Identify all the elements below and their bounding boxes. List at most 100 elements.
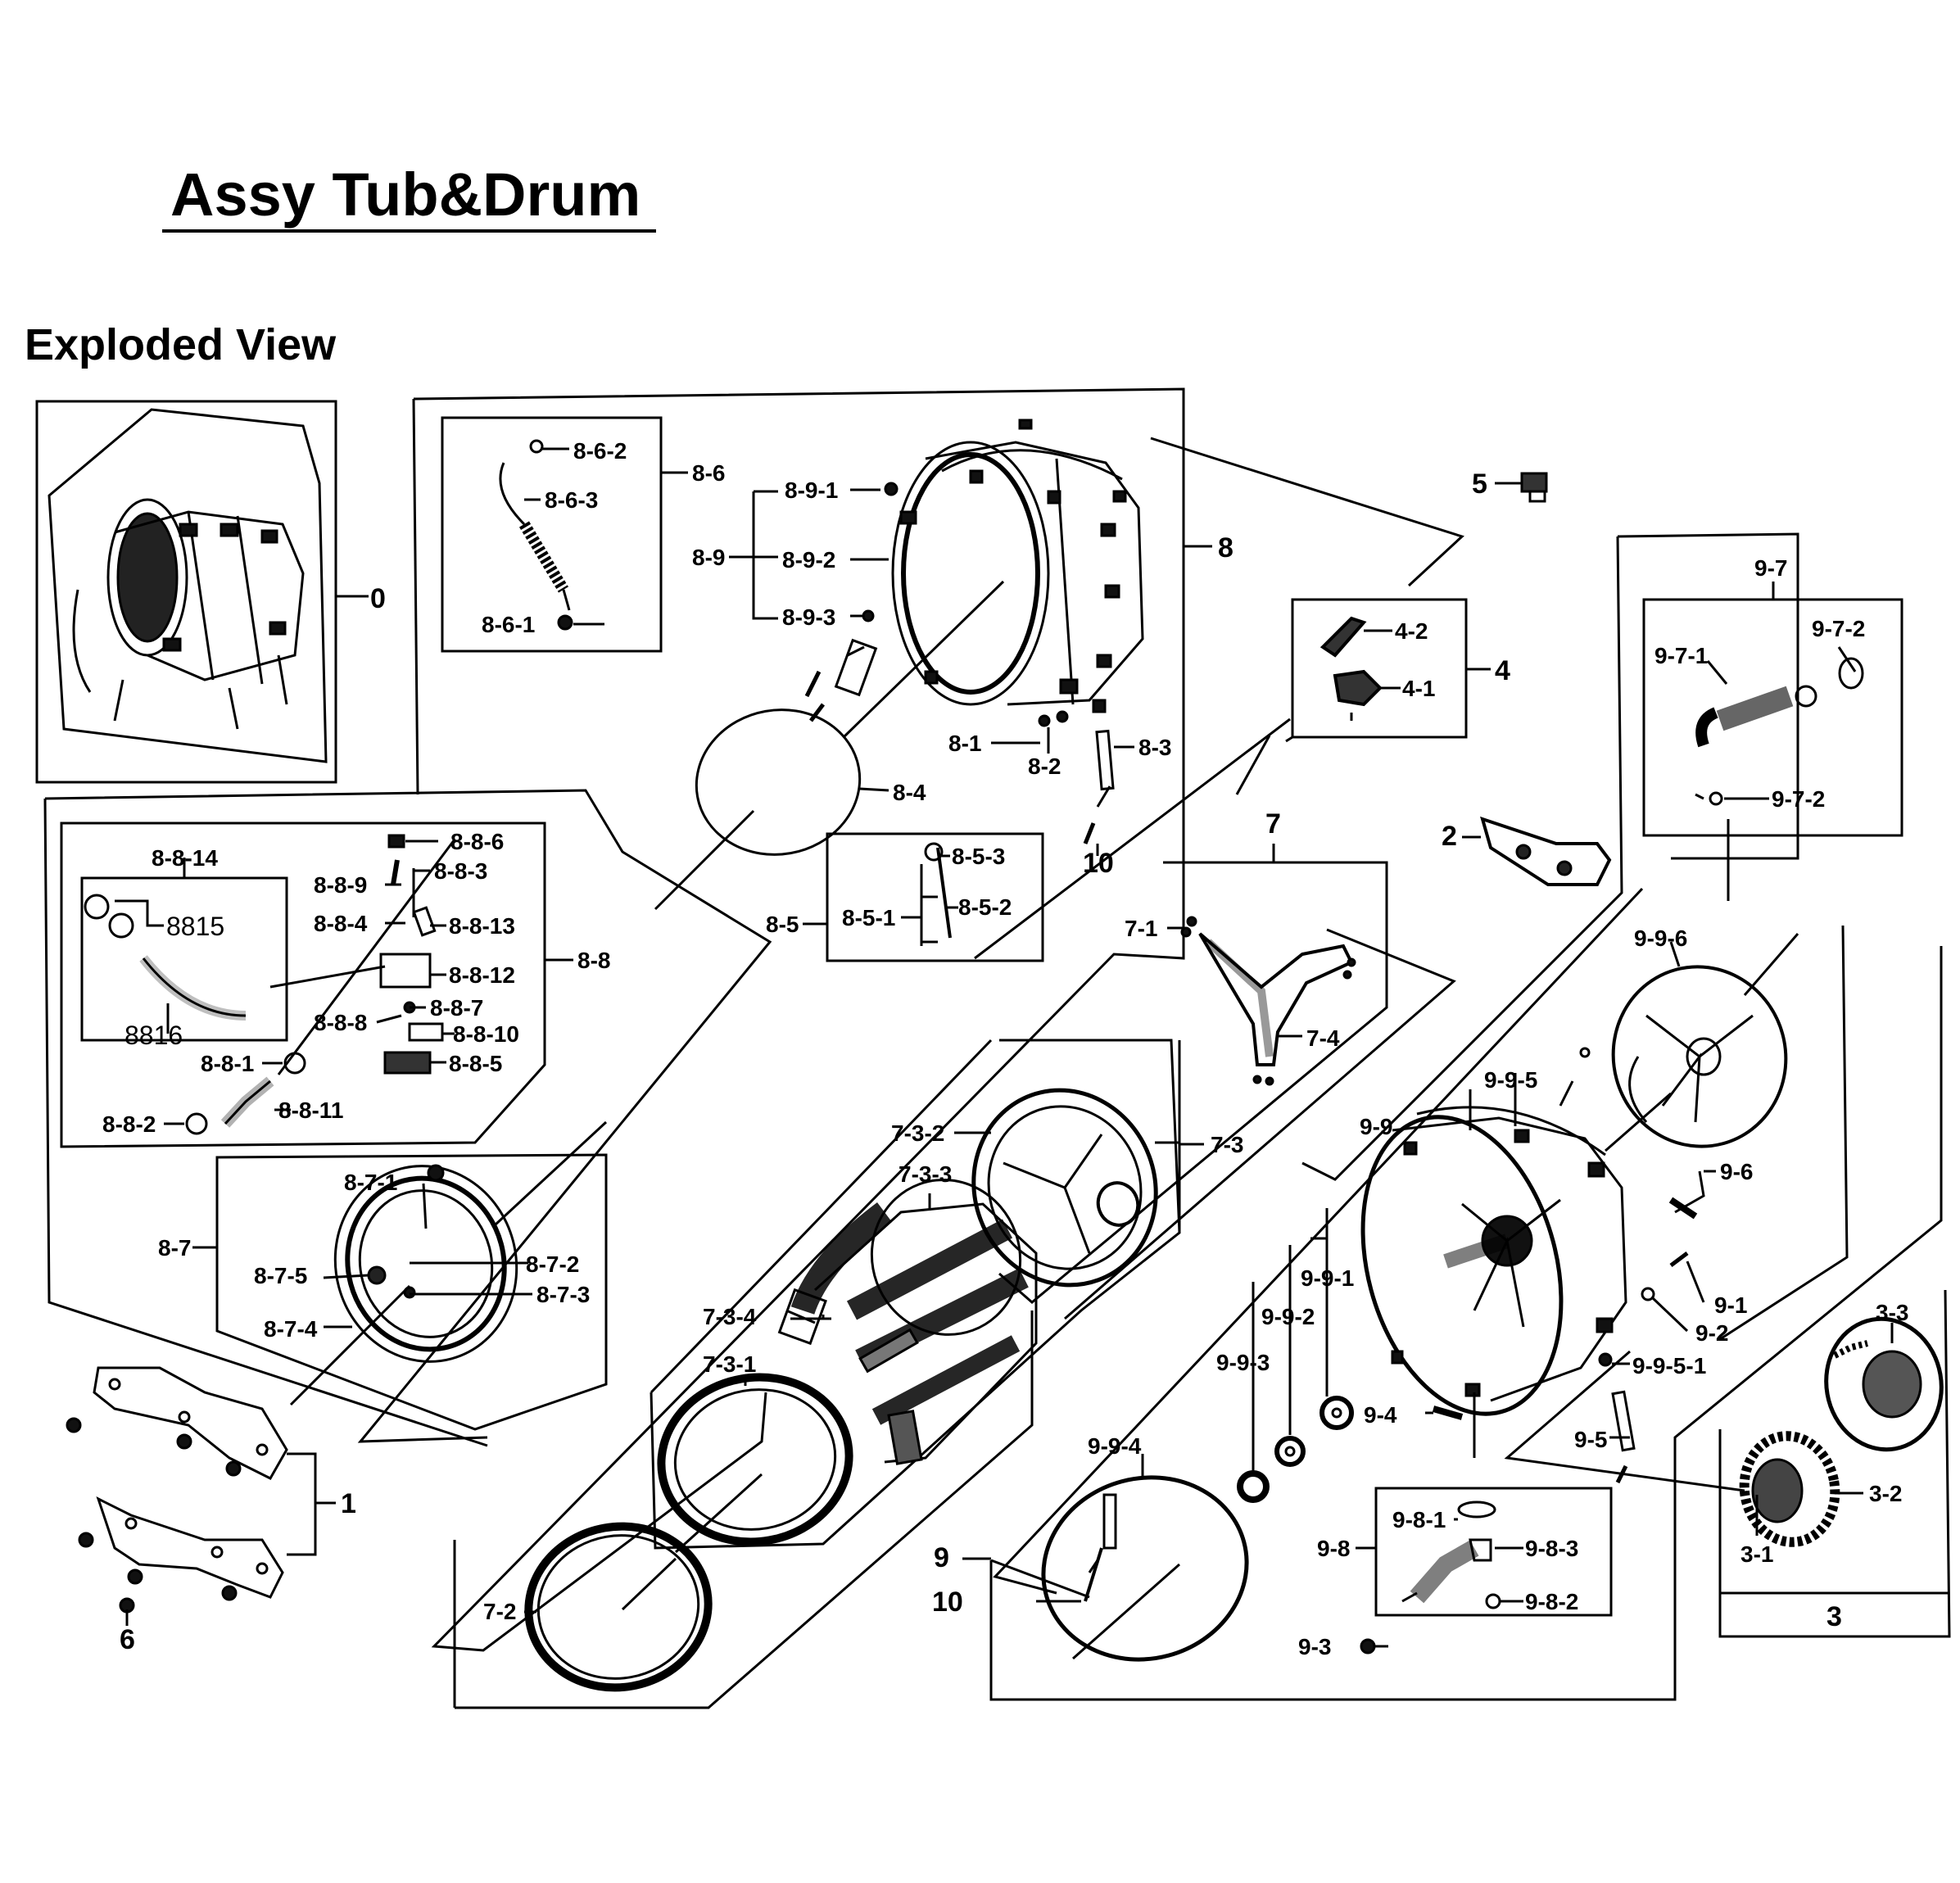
label-9-8-2: 9-8-2 <box>1525 1589 1578 1614</box>
part-2 <box>1462 816 1612 886</box>
page-title: Assy Tub&Drum <box>170 161 641 229</box>
label-9-9-5: 9-9-5 <box>1484 1067 1537 1093</box>
label-8: 8 <box>1218 532 1233 564</box>
label-8-4: 8-4 <box>893 780 926 805</box>
group-8-frame <box>43 387 1185 1652</box>
label-8-8-3: 8-8-3 <box>434 858 487 884</box>
label-8-2: 8-2 <box>1028 754 1061 779</box>
cover-9-9-6 <box>1605 941 1788 1152</box>
label-8-8-4: 8-8-4 <box>314 911 368 936</box>
label-9-9-3: 9-9-3 <box>1216 1350 1270 1375</box>
front-tub-8-9-2 <box>842 419 1144 739</box>
label-7-3-3: 7-3-3 <box>899 1161 952 1187</box>
label-3-3: 3-3 <box>1876 1300 1908 1325</box>
connector-lines <box>974 437 1464 960</box>
spider-7-4 <box>1167 916 1356 1086</box>
label-8-5: 8-5 <box>766 912 799 937</box>
group-9-8 <box>1356 1487 1613 1654</box>
label-9: 9 <box>934 1542 949 1573</box>
label-0: 0 <box>370 583 386 614</box>
label-8-8-10: 8-8-10 <box>453 1021 519 1047</box>
label-9-2: 9-2 <box>1695 1320 1728 1346</box>
label-9-9-4: 9-9-4 <box>1088 1433 1142 1459</box>
label-8-7-2: 8-7-2 <box>526 1252 579 1277</box>
label-8-8: 8-8 <box>577 948 610 973</box>
label-8-8-2: 8-8-2 <box>102 1111 156 1137</box>
label-8-6-3: 8-6-3 <box>545 487 598 513</box>
label-10-top: 10 <box>1083 848 1114 879</box>
label-8-9-2: 8-9-2 <box>782 547 835 573</box>
label-8-6: 8-6 <box>692 460 725 486</box>
label-4-2: 4-2 <box>1395 618 1428 644</box>
label-7-2: 7-2 <box>483 1599 516 1624</box>
label-8-7-5: 8-7-5 <box>254 1263 307 1288</box>
group-7-drum-frame <box>453 844 1456 1709</box>
label-9-7-1: 9-7-1 <box>1654 643 1708 668</box>
label-8-9: 8-9 <box>692 545 725 570</box>
label-9-8-3: 9-8-3 <box>1525 1536 1578 1561</box>
label-9-3: 9-3 <box>1298 1634 1331 1659</box>
parts-8-1-8-3 <box>991 710 1134 844</box>
label-3-2: 3-2 <box>1869 1481 1902 1506</box>
page-subtitle: Exploded View <box>25 320 337 369</box>
title-underline <box>162 229 656 233</box>
parts-8-9-screws <box>804 638 878 722</box>
label-8-7-4: 8-7-4 <box>264 1316 318 1342</box>
label-10-bottom: 10 <box>932 1587 963 1618</box>
label-8-6-2: 8-6-2 <box>573 438 627 464</box>
label-8-8-6: 8-8-6 <box>450 829 504 854</box>
label-9-6: 9-6 <box>1720 1159 1753 1184</box>
label-9-9-5-1: 9-9-5-1 <box>1632 1353 1706 1378</box>
label-8-5-3: 8-5-3 <box>952 844 1005 869</box>
group-3 <box>1718 1289 1951 1638</box>
group-1-6-brackets <box>66 1366 336 1626</box>
label-9-5: 9-5 <box>1574 1427 1607 1452</box>
label-8-6-1: 8-6-1 <box>482 612 535 637</box>
label-8-8-1: 8-8-1 <box>201 1051 254 1076</box>
parts-9-fasteners <box>1425 1047 1705 1484</box>
group-8-8-detergent <box>60 822 573 1148</box>
label-8-5-1: 8-5-1 <box>842 905 895 930</box>
label-7: 7 <box>1265 808 1281 840</box>
label-8-7-3: 8-7-3 <box>536 1282 590 1307</box>
label-3: 3 <box>1826 1601 1842 1632</box>
drum-ring-7-3-1 <box>657 1373 853 1554</box>
label-4-1: 4-1 <box>1402 676 1435 701</box>
label-8815: 8815 <box>166 912 224 941</box>
label-7-3-2: 7-3-2 <box>891 1120 944 1146</box>
label-9-9: 9-9 <box>1360 1114 1392 1139</box>
group-8-6-hose <box>441 416 663 653</box>
label-9-7-2-bottom: 9-7-2 <box>1772 786 1825 812</box>
label-8-5-2: 8-5-2 <box>958 894 1012 920</box>
label-9-8: 9-8 <box>1317 1536 1350 1561</box>
label-9-9-2: 9-9-2 <box>1261 1304 1315 1329</box>
bracket-8-9 <box>729 482 899 622</box>
bracket-7-3 <box>1178 1040 1204 1233</box>
part-5 <box>1495 472 1548 503</box>
ring-8-4 <box>654 708 889 911</box>
rear-tub-9-9 <box>1360 1073 1627 1458</box>
label-8-7: 8-7 <box>158 1235 191 1261</box>
label-8-1: 8-1 <box>948 731 981 756</box>
label-8-3: 8-3 <box>1138 735 1171 760</box>
label-7-3-1: 7-3-1 <box>703 1351 756 1377</box>
drum-body-7-3-3 <box>777 1179 1038 1465</box>
label-8-8-9: 8-8-9 <box>314 872 367 898</box>
group-9-7 <box>1617 532 1903 901</box>
label-9-1: 9-1 <box>1714 1292 1747 1318</box>
label-7-4: 7-4 <box>1306 1025 1340 1051</box>
label-2: 2 <box>1442 821 1457 852</box>
label-9-9-1: 9-9-1 <box>1301 1265 1354 1291</box>
label-6: 6 <box>120 1624 135 1655</box>
group-8-7-seal <box>192 1120 608 1431</box>
label-8-8-5: 8-8-5 <box>449 1051 502 1076</box>
group-4 <box>1285 598 1491 743</box>
label-7-1: 7-1 <box>1125 916 1157 941</box>
label-8-7-1: 8-7-1 <box>344 1170 397 1195</box>
ring-9-9-4 <box>1036 1454 1249 1662</box>
label-1: 1 <box>341 1488 356 1519</box>
label-3-1: 3-1 <box>1740 1541 1773 1567</box>
ring-7-2 <box>524 1522 713 1692</box>
label-8-9-1: 8-9-1 <box>785 478 838 503</box>
